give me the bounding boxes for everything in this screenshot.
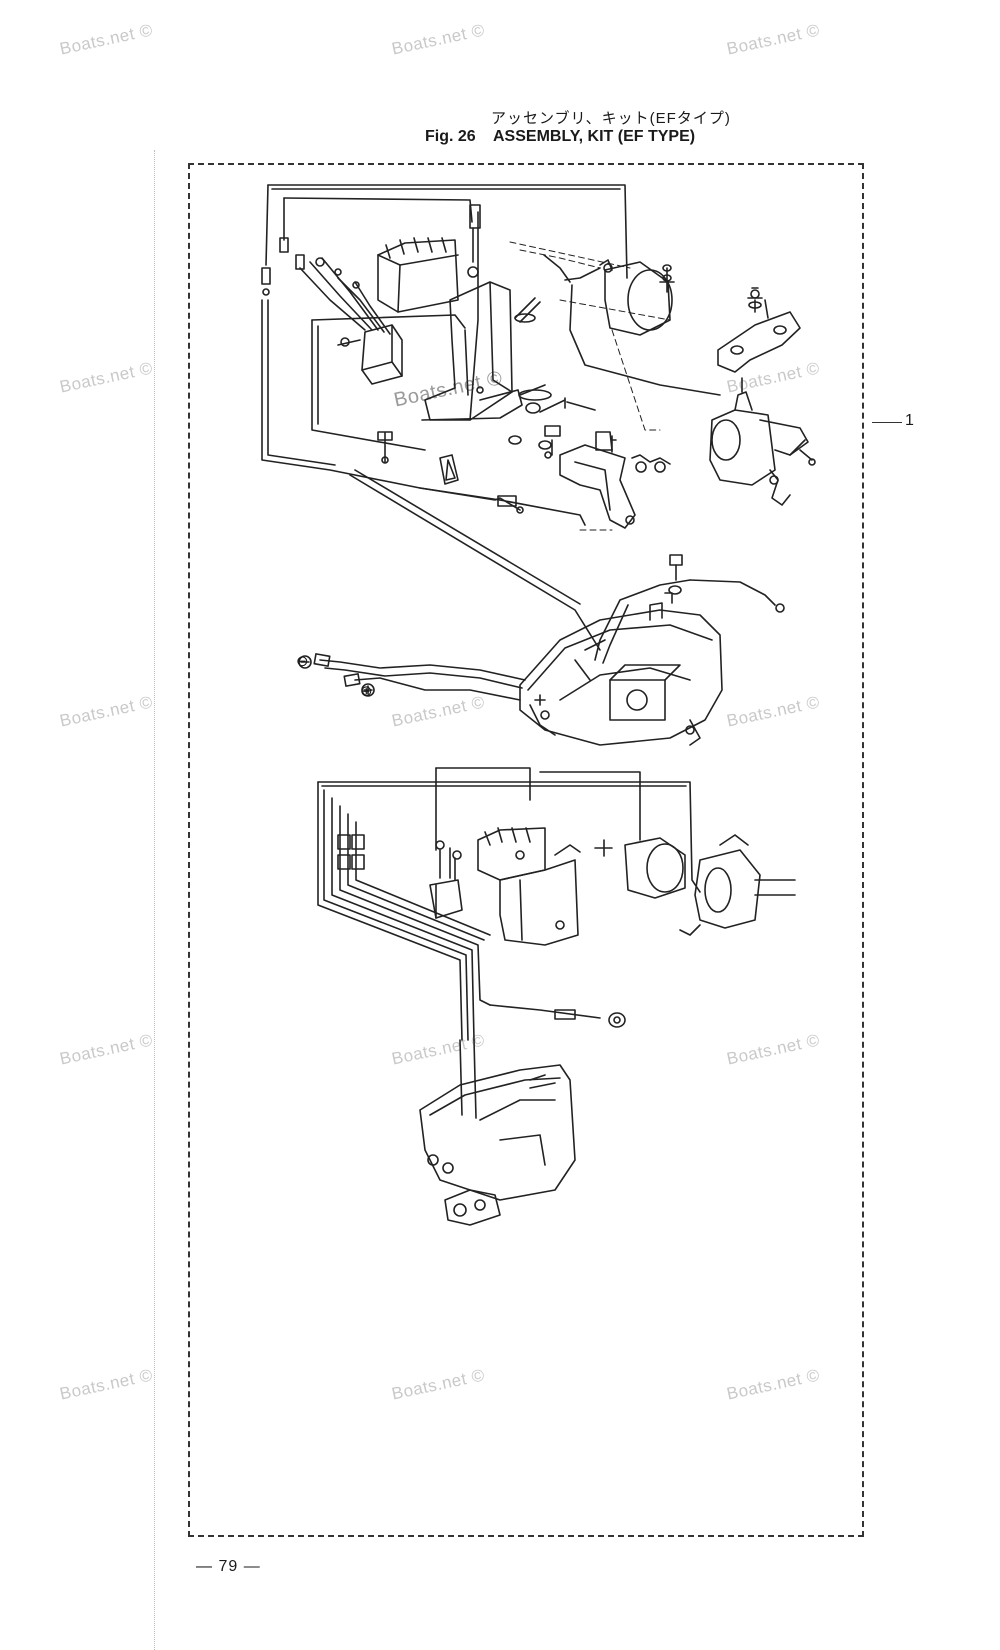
- callout-leader-line: [872, 422, 902, 423]
- negative-terminal-symbol: ⊖: [296, 653, 309, 670]
- positive-terminal-symbol: ⊕: [360, 683, 373, 700]
- lower-wiring-assembly: [317, 767, 796, 1226]
- figure-title-english: ASSEMBLY, KIT (EF TYPE): [493, 128, 696, 145]
- figure-title-japanese: アッセンブリ、キット(EFタイプ): [491, 110, 731, 127]
- page-margin-line: [154, 150, 155, 1650]
- page-number: — 79 —: [196, 1558, 261, 1575]
- parts-diagram: [261, 184, 816, 1226]
- middle-engine-section: [298, 554, 785, 746]
- figure-number: Fig. 26: [425, 128, 476, 145]
- upper-wiring-assembly: [261, 184, 816, 651]
- callout-number-1[interactable]: 1: [905, 412, 914, 429]
